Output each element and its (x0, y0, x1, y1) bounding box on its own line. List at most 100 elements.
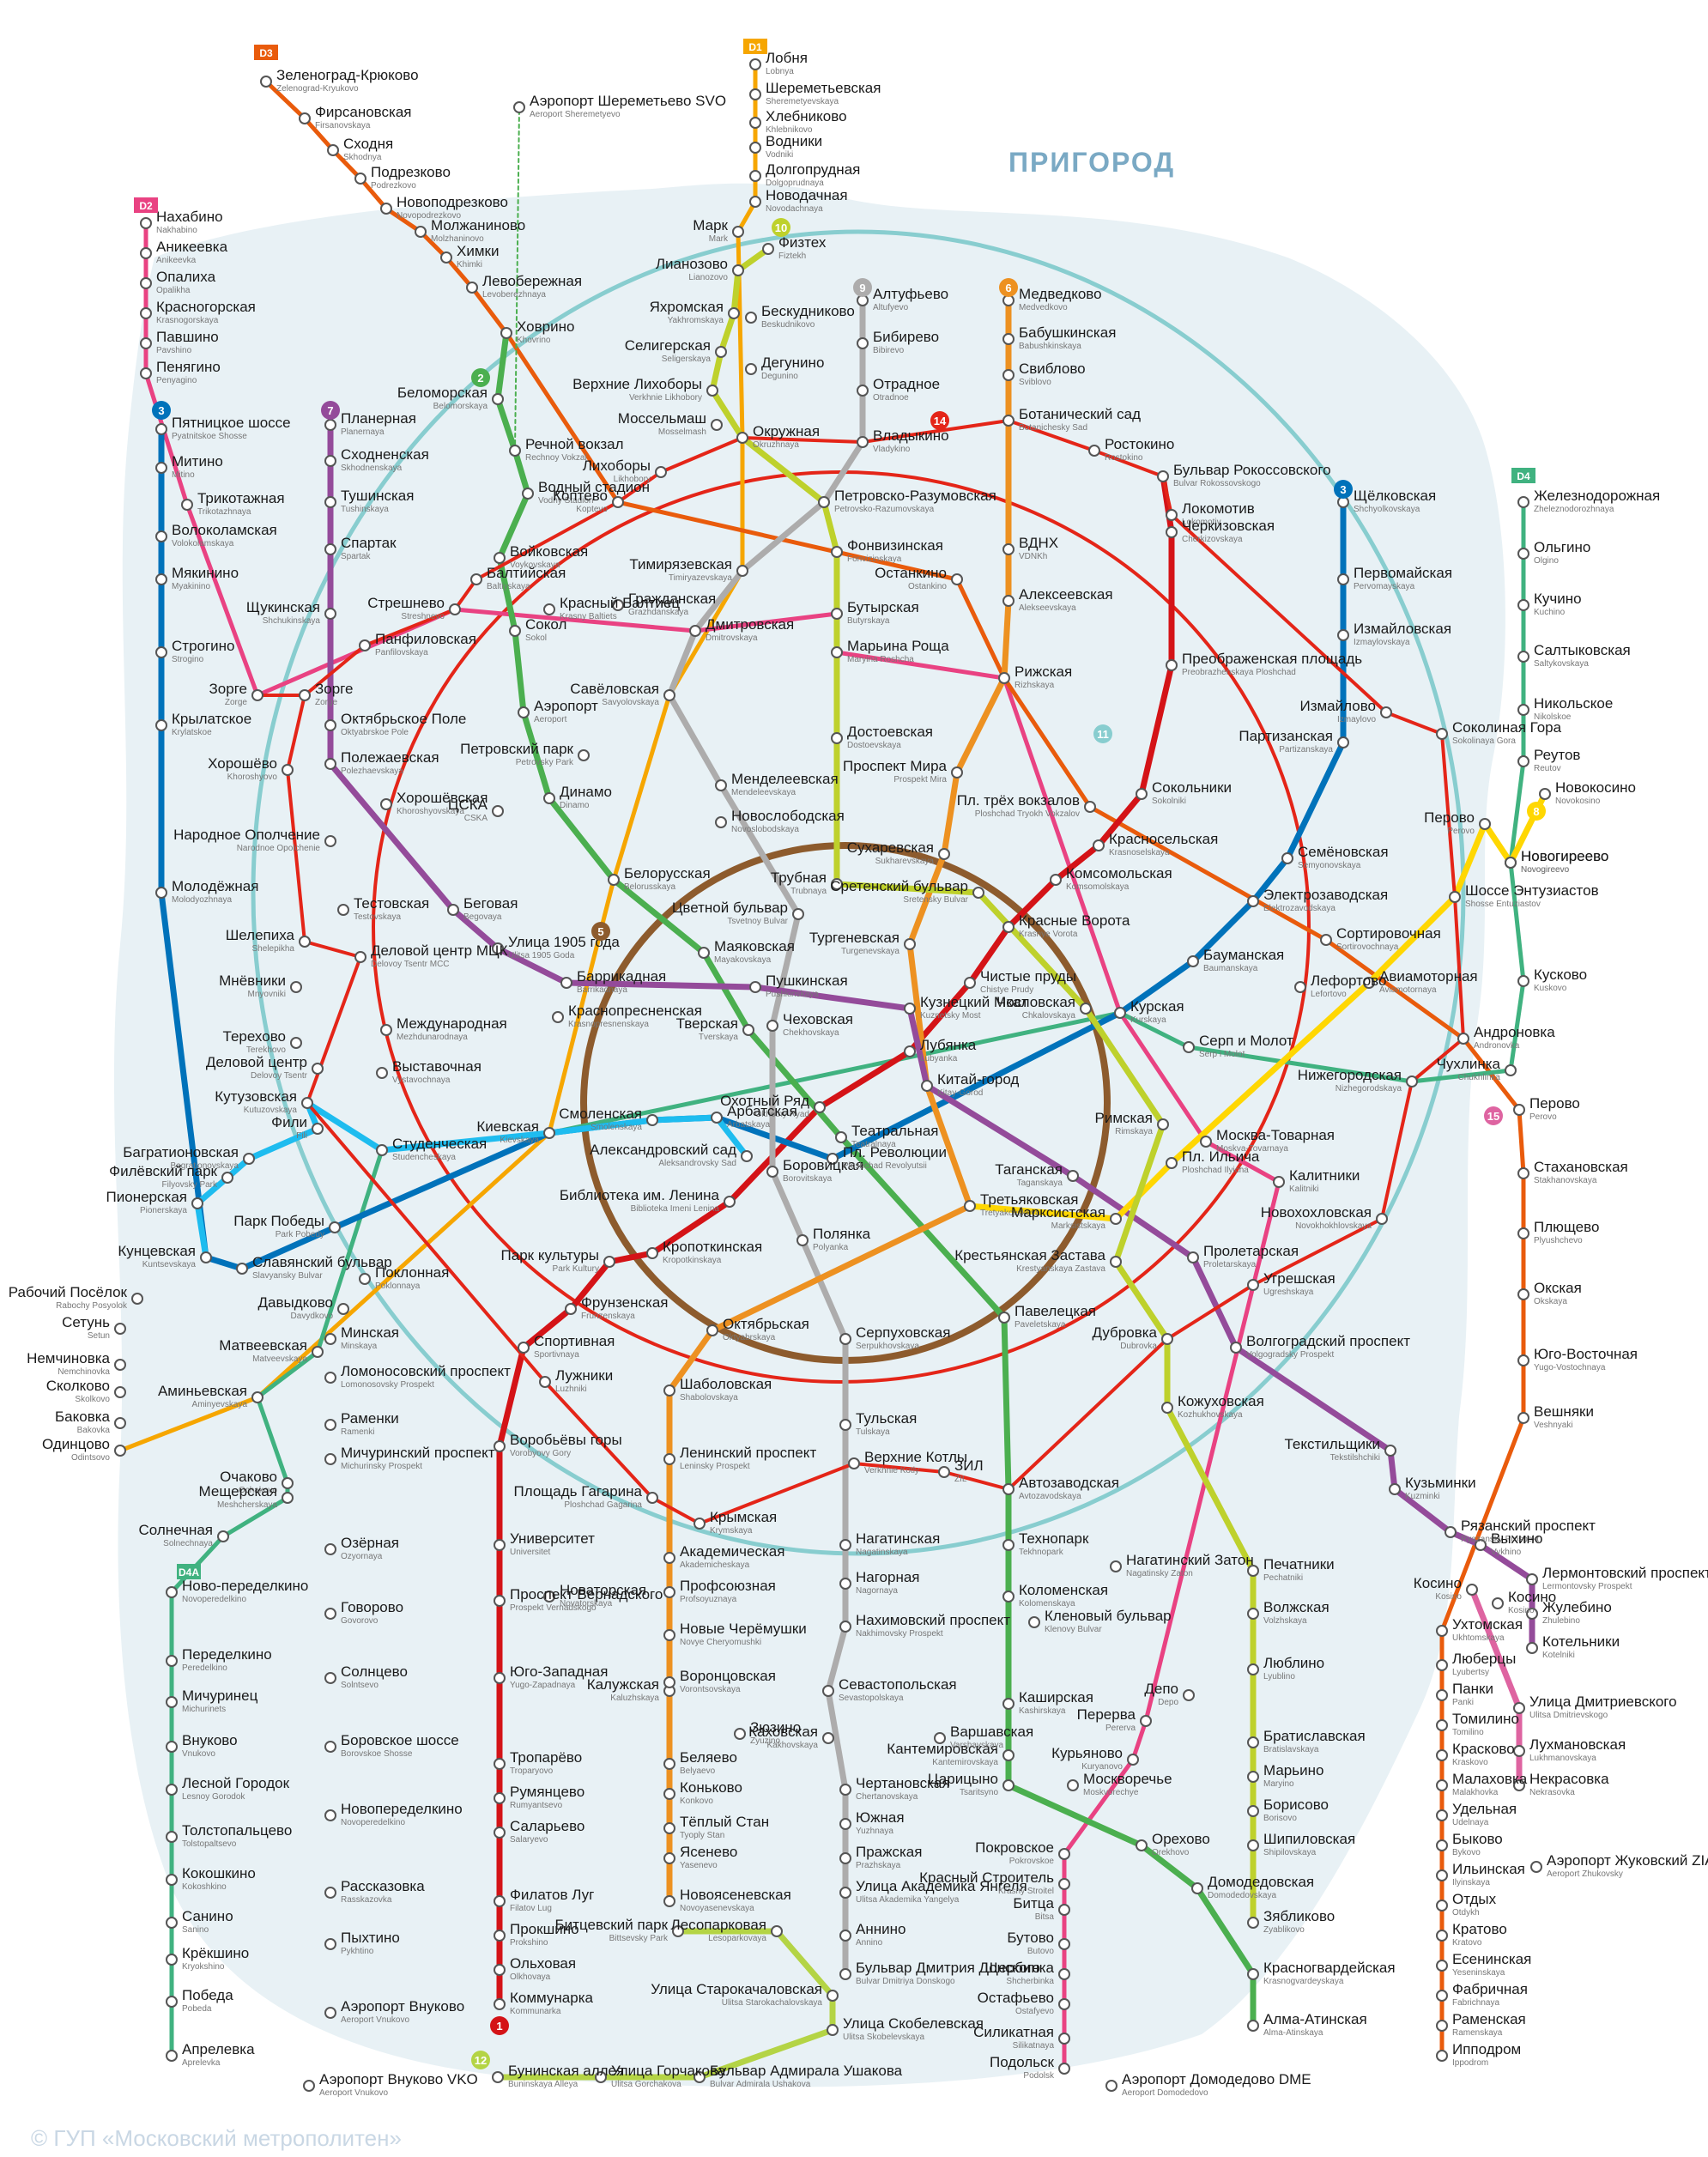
station-marker-pobeda[interactable] (166, 1996, 178, 2008)
station-name-perovo[interactable]: Перово (1424, 809, 1475, 826)
station-name-moskvorechye[interactable]: Москворечье (1083, 1771, 1172, 1787)
station-name-kuryanovo[interactable]: Курьяново (1051, 1745, 1123, 1761)
station-name-ozyornaya[interactable]: Озёрная (341, 1535, 399, 1551)
station-name-baumanskaya[interactable]: Бауманская (1203, 947, 1284, 963)
station-marker-silikatnaya[interactable] (1058, 2033, 1070, 2045)
station-name-zorge[interactable]: Зорге (315, 681, 353, 697)
station-name-tsvetnoy[interactable]: Цветной бульвар (672, 900, 788, 916)
station-marker-kurskaya[interactable] (1114, 1007, 1126, 1019)
station-name-otdykh[interactable]: Отдых (1452, 1891, 1497, 1907)
station-marker-michurinsky[interactable] (324, 1453, 336, 1465)
station-marker-spartak[interactable] (324, 543, 336, 555)
station-marker-kuzminki[interactable] (1389, 1483, 1401, 1495)
station-name-nemchinovka[interactable]: Немчиновка (27, 1350, 110, 1366)
station-name-shcherbinka[interactable]: Щербинка (984, 1960, 1054, 1976)
station-marker-shchukinskaya[interactable] (324, 608, 336, 620)
station-marker-bakovka[interactable] (114, 1417, 126, 1429)
station-name-volokolamskaya[interactable]: Волоколамская (172, 522, 277, 538)
station-name-tsaritsyno[interactable]: Царицыно (928, 1771, 998, 1787)
station-marker-lomonosovsky[interactable] (324, 1372, 336, 1384)
station-name-koptevo[interactable]: Коптево (553, 488, 608, 504)
station-marker-kashirskaya[interactable] (1002, 1698, 1015, 1710)
station-marker-podrezkovo[interactable] (354, 173, 366, 185)
station-name-grazhdanskaya[interactable]: Гражданская (628, 591, 716, 607)
station-name-aeroport[interactable]: Аэропорт (534, 698, 598, 714)
station-marker-semyonovskaya[interactable] (1281, 852, 1293, 864)
station-marker-aeroport_zia[interactable] (1530, 1861, 1542, 1873)
station-marker-yugo_zapadnaya[interactable] (494, 1672, 506, 1684)
station-marker-rabochy[interactable] (131, 1293, 143, 1305)
station-marker-pokrovskoe[interactable] (1058, 1848, 1070, 1860)
station-name-ilyinskaya[interactable]: Ильинская (1452, 1861, 1525, 1877)
station-marker-okhotny[interactable] (814, 1101, 826, 1113)
station-name-molzhaninovo[interactable]: Молжаниново (431, 217, 525, 233)
station-marker-pyatnitskoe_d[interactable] (140, 217, 152, 229)
station-marker-mnyovniki[interactable] (290, 981, 302, 993)
station-name-skhodnya[interactable]: Сходня (343, 136, 393, 152)
station-name-buninskaya[interactable]: Бунинская аллея (508, 2063, 624, 2079)
station-marker-aleksandrovsky[interactable] (741, 1150, 753, 1162)
station-marker-dostoevskaya[interactable] (831, 732, 843, 744)
station-name-biblioteka[interactable]: Библиотека им. Ленина (560, 1187, 720, 1203)
station-marker-elektrozavodskaya[interactable] (1247, 895, 1259, 907)
station-name-stakhanovskaya[interactable]: Стахановская (1534, 1159, 1628, 1175)
station-marker-veshnyaki[interactable] (1517, 1412, 1529, 1424)
station-name-okskaya[interactable]: Окская (1534, 1280, 1582, 1296)
station-name-admirala_ushakova[interactable]: Бульвар Адмирала Ушакова (710, 2063, 903, 2079)
station-name-lobnya[interactable]: Лобня (766, 50, 808, 66)
station-marker-salaryevo[interactable] (494, 1827, 506, 1839)
station-name-tekstilshchiki[interactable]: Текстильщики (1285, 1436, 1381, 1452)
station-marker-troparyovo[interactable] (494, 1758, 506, 1770)
station-marker-yakhromskaya[interactable] (728, 307, 740, 319)
station-marker-aviamotornaya[interactable] (1363, 977, 1375, 989)
station-marker-lukhmanovskaya[interactable] (1513, 1745, 1525, 1757)
station-name-solnechnaya[interactable]: Солнечная (139, 1522, 213, 1538)
station-name-sviblovo[interactable]: Свиблово (1019, 361, 1086, 377)
station-name-krylatskoe[interactable]: Крылатское (172, 711, 251, 727)
station-marker-kutuzovskaya[interactable] (301, 1097, 313, 1109)
station-marker-rasskazovka[interactable] (324, 1887, 336, 1899)
station-marker-verkhnie_kotly[interactable] (848, 1457, 860, 1469)
station-marker-turgenevskaya[interactable] (904, 938, 916, 950)
station-name-opalikha[interactable]: Опалиха (156, 269, 216, 285)
station-marker-shchukinskaya_d[interactable] (251, 689, 263, 701)
station-marker-pechatniki[interactable] (1247, 1565, 1259, 1577)
station-marker-smolenskaya[interactable] (646, 1114, 658, 1126)
station-name-vorobyovy[interactable]: Воробьёвы горы (510, 1432, 622, 1448)
station-name-klenovy[interactable]: Кленовый бульвар (1045, 1608, 1172, 1624)
station-name-yasenevo[interactable]: Ясенево (680, 1844, 737, 1860)
station-marker-yugo_vostochnaya[interactable] (1517, 1354, 1529, 1366)
station-marker-kratovo[interactable] (1436, 1930, 1448, 1942)
station-name-dinamo[interactable]: Динамо (560, 784, 612, 800)
station-name-studencheskaya[interactable]: Студенческая (392, 1136, 487, 1152)
station-name-narodnoe[interactable]: Народное Ополчение (173, 827, 320, 843)
station-name-molodyozhnaya[interactable]: Молодёжная (172, 878, 258, 894)
station-name-ploshchad_ilyicha[interactable]: Пл. Ильича (1182, 1148, 1260, 1165)
station-marker-prokshino[interactable] (494, 1930, 506, 1942)
station-name-ryazansky[interactable]: Рязанский проспект (1461, 1518, 1596, 1534)
station-name-olgino[interactable]: Ольгино (1534, 539, 1590, 555)
station-marker-streshnevo[interactable] (449, 603, 461, 615)
station-name-oktyabrskoe_pole[interactable]: Октябрьское Поле (341, 711, 466, 727)
station-marker-dinamo[interactable] (543, 792, 555, 804)
station-marker-butyrskaya[interactable] (831, 608, 843, 620)
station-marker-prazhskaya[interactable] (839, 1852, 851, 1864)
station-name-pechatniki[interactable]: Печатники (1263, 1556, 1335, 1572)
station-marker-ozyornaya[interactable] (324, 1543, 336, 1555)
station-name-kutuzovskaya[interactable]: Кутузовская (215, 1088, 297, 1105)
station-marker-vodniki[interactable] (749, 142, 761, 154)
station-name-kommunarka[interactable]: Коммунарка (510, 1990, 594, 2006)
station-marker-buninskaya[interactable] (492, 2071, 504, 2083)
station-name-shosse_entuziastov[interactable]: Шоссе Энтузиастов (1465, 882, 1599, 899)
station-name-kalitniki[interactable]: Калитники (1289, 1167, 1360, 1184)
station-marker-saltykovskaya[interactable] (1517, 651, 1529, 663)
station-name-ippodrom[interactable]: Ипподром (1452, 2041, 1521, 2057)
station-name-novoslobodskaya[interactable]: Новослободская (731, 808, 845, 824)
station-marker-chukhlinka[interactable] (1505, 1064, 1517, 1076)
station-marker-malakhovka[interactable] (1436, 1779, 1448, 1791)
station-marker-komsomolskaya[interactable] (1050, 874, 1062, 886)
station-name-fiztekh[interactable]: Физтех (778, 234, 827, 251)
station-marker-bykovo[interactable] (1436, 1839, 1448, 1851)
station-name-penyagino[interactable]: Пенягино (156, 359, 221, 375)
station-marker-bibirevo[interactable] (857, 337, 869, 349)
